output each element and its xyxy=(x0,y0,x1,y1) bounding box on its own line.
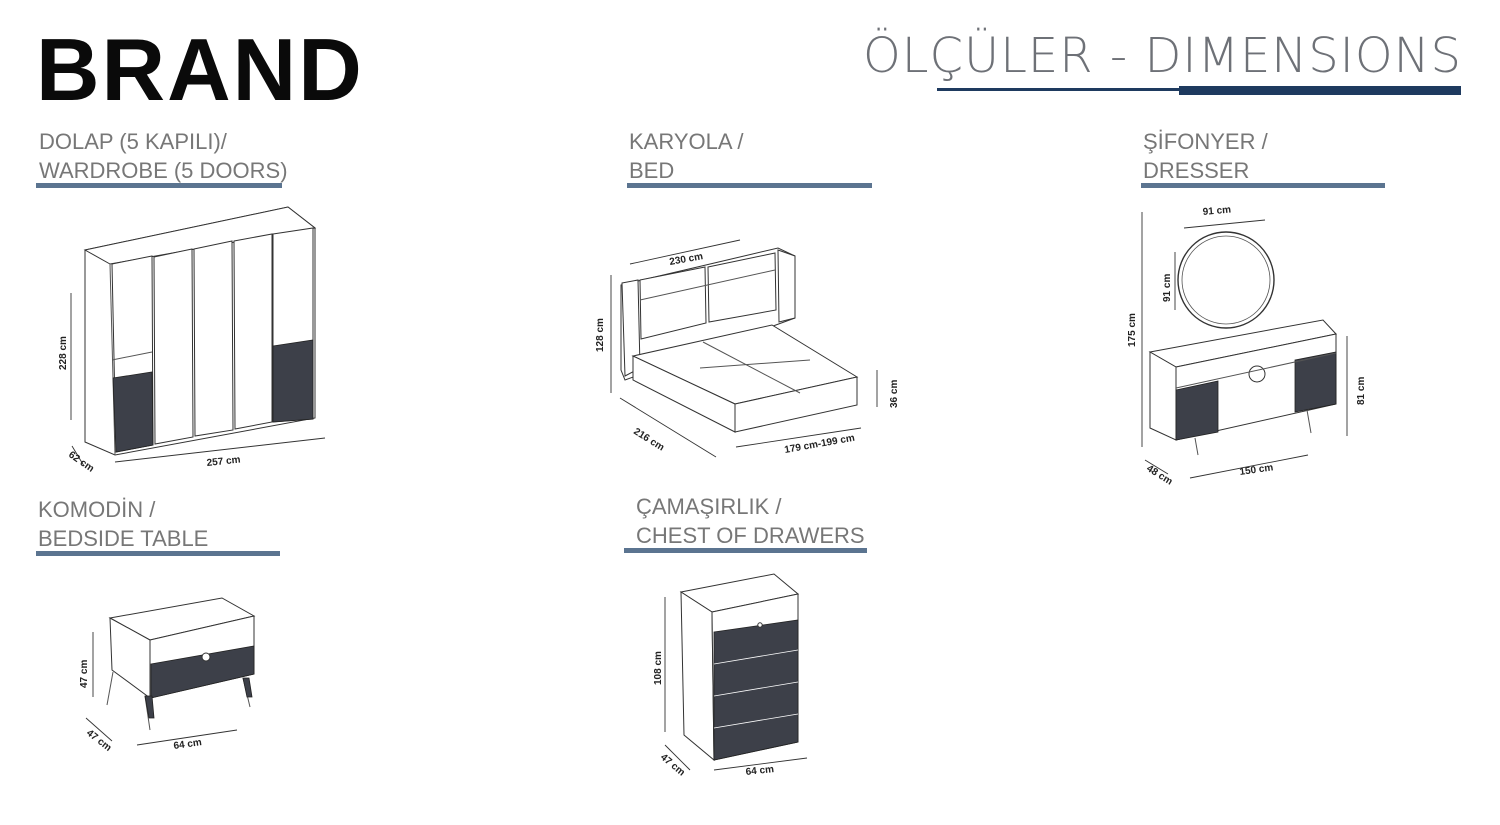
dresser-height-label: 81 cm xyxy=(1356,377,1367,405)
bedside-drawing xyxy=(106,597,256,731)
dresser-dimensions xyxy=(1141,212,1348,479)
bed-height-label: 128 cm xyxy=(595,318,606,352)
dresser-mirror-width-label: 91 cm xyxy=(1202,205,1231,218)
bedside-rule xyxy=(36,551,280,556)
chest-width-label: 64 cm xyxy=(745,764,774,778)
wardrobe-height-label: 228 cm xyxy=(58,336,69,370)
bedside-section-header: KOMODİN / BEDSIDE TABLE xyxy=(38,495,208,553)
chest-title-tr: ÇAMAŞIRLIK / xyxy=(636,494,782,519)
chest-section-header: ÇAMAŞIRLIK / CHEST OF DRAWERS xyxy=(636,492,865,550)
wardrobe-title-en: WARDROBE (5 DOORS) xyxy=(39,158,288,183)
wardrobe-section-header: DOLAP (5 KAPILI)/ WARDROBE (5 DOORS) xyxy=(39,127,288,185)
title-underline xyxy=(937,86,1461,96)
bedside-title-en: BEDSIDE TABLE xyxy=(38,526,209,551)
chest-rule xyxy=(624,548,867,553)
bedside-depth-label: 47 cm xyxy=(84,728,113,754)
dresser-section-header: ŞİFONYER / DRESSER xyxy=(1143,127,1268,185)
bedside-width-label: 64 cm xyxy=(173,737,203,752)
page-title: ÖLÇÜLER - DIMENSIONS xyxy=(863,28,1462,84)
wardrobe-dimensions xyxy=(70,293,326,467)
wardrobe-width-label: 257 cm xyxy=(206,454,241,468)
brand-logo: BRAND xyxy=(36,20,364,119)
dresser-mirror-height-label: 91 cm xyxy=(1162,274,1173,302)
chest-depth-label: 47 cm xyxy=(658,752,687,779)
dresser-width-label: 150 cm xyxy=(1239,462,1274,478)
bed-side-label: 216 cm xyxy=(631,426,666,453)
chest-height-label: 108 cm xyxy=(653,651,664,685)
dresser-rule xyxy=(1141,183,1385,188)
dresser-depth-label: 48 cm xyxy=(1144,463,1174,487)
bed-section-header: KARYOLA / BED xyxy=(629,127,744,185)
wardrobe-title-tr: DOLAP (5 KAPILI)/ xyxy=(39,129,227,154)
bedside-height-label: 47 cm xyxy=(79,660,90,688)
wardrobe-rule xyxy=(36,183,282,188)
dresser-title-en: DRESSER xyxy=(1143,158,1250,183)
wardrobe-depth-label: 62 cm xyxy=(66,449,96,474)
dresser-total-height-label: 175 cm xyxy=(1127,313,1138,347)
bed-length-label: 230 cm xyxy=(669,251,704,268)
bed-rule xyxy=(627,183,872,188)
bedside-title-tr: KOMODİN / xyxy=(38,497,156,522)
wardrobe-drawing xyxy=(83,206,317,456)
bed-drawing xyxy=(620,247,859,433)
dresser-title-tr: ŞİFONYER / xyxy=(1143,129,1268,154)
bed-frame-height-label: 36 cm xyxy=(889,380,900,408)
bed-title-en: BED xyxy=(629,158,675,183)
bed-title-tr: KARYOLA / xyxy=(629,129,744,154)
chest-title-en: CHEST OF DRAWERS xyxy=(636,523,865,548)
chest-drawing xyxy=(679,573,800,762)
dresser-drawing xyxy=(1148,231,1337,456)
bed-width-label: 179 cm-199 cm xyxy=(784,433,856,456)
bed-dimensions xyxy=(610,239,878,458)
bedside-dimensions xyxy=(85,632,238,746)
chest-dimensions xyxy=(664,597,808,771)
